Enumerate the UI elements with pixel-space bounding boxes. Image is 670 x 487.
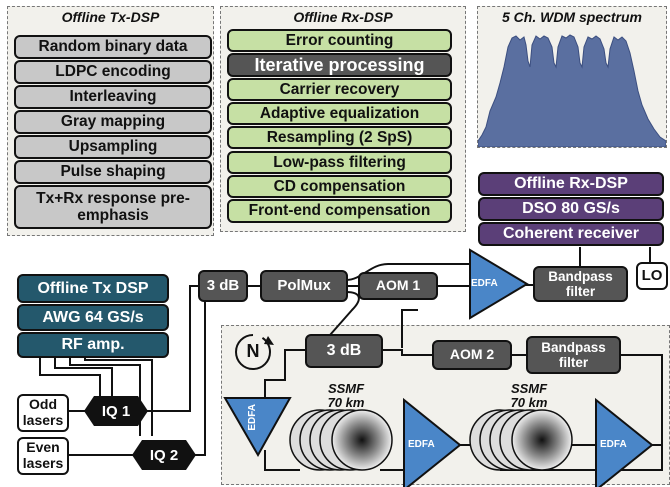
rx-step-resampling: Resampling (2 SpS) (227, 126, 452, 149)
tx-step-interleaving: Interleaving (14, 85, 212, 109)
polmux-block: PolMux (260, 270, 348, 302)
awg-block: AWG 64 GS/s (17, 304, 169, 331)
rx-step-cd-compensation: CD compensation (227, 175, 452, 198)
bandpass-rx-block: Bandpass filter (533, 266, 628, 302)
wdm-spectrum-trace (478, 34, 666, 147)
coupler-loop-block: 3 dB (305, 334, 383, 368)
coupler-tx-block: 3 dB (198, 270, 248, 302)
rx-step-low-pass-filtering: Low-pass filtering (227, 151, 452, 174)
offline-rx-dsp-block: Offline Rx-DSP (478, 172, 664, 196)
iq1-modulator-shape (84, 396, 148, 426)
tx-dsp-panel: Offline Tx-DSP Random binary data LDPC e… (7, 6, 214, 236)
rx-dsp-panel: Offline Rx-DSP Error counting Iterative … (220, 6, 466, 232)
odd-lasers-block: Odd lasers (17, 394, 69, 432)
span2-fiber-label: SSMF 70 km (503, 381, 555, 411)
wdm-spectrum-plot (478, 34, 666, 147)
edfa-loop2-label: EDFA (408, 439, 435, 450)
tx-step-random-binary-data: Random binary data (14, 35, 212, 59)
wdm-spectrum-panel: 5 Ch. WDM spectrum (477, 6, 667, 148)
edfa-loop3-label: EDFA (600, 439, 627, 450)
tx-step-ldpc-encoding: LDPC encoding (14, 60, 212, 84)
iq2-label: IQ 2 (149, 447, 179, 464)
edfa-loop1-shape (223, 397, 292, 458)
fiber-spool-span2 (469, 409, 573, 471)
wdm-spectrum-title: 5 Ch. WDM spectrum (501, 9, 642, 25)
iq2-modulator-shape (132, 440, 196, 470)
rx-step-carrier-recovery: Carrier recovery (227, 78, 452, 101)
span2-fiber-type: SSMF (510, 381, 548, 396)
span2-fiber-length: 70 km (510, 395, 548, 411)
edfa-loop3-shape (595, 397, 654, 487)
bandpass-loop-block: Bandpass filter (526, 336, 621, 374)
rf-amp-block: RF amp. (17, 332, 169, 358)
tx-step-pulse-shaping: Pulse shaping (14, 160, 212, 184)
lo-block: LO (636, 262, 668, 290)
tx-step-pre-emphasis: Tx+Rx response pre-emphasis (14, 185, 212, 229)
tx-step-upsampling: Upsampling (14, 135, 212, 159)
loop-count-symbol (235, 334, 274, 370)
rx-step-adaptive-equalization: Adaptive equalization (227, 102, 452, 125)
span1-fiber-type: SSMF (327, 381, 365, 396)
rx-step-front-end-compensation: Front-end compensation (227, 199, 452, 223)
span1-fiber-length: 70 km (327, 395, 365, 411)
aom2-block: AOM 2 (432, 340, 512, 370)
loop-count-label: N (246, 341, 260, 361)
rx-step-iterative-processing: Iterative processing (227, 53, 452, 77)
edfa-rx-shape (469, 248, 529, 320)
iq1-label: IQ 1 (101, 403, 131, 420)
dso-block: DSO 80 GS/s (478, 197, 664, 221)
span1-fiber-label: SSMF 70 km (320, 381, 372, 411)
coherent-receiver-block: Coherent receiver (478, 222, 664, 246)
even-lasers-block: Even lasers (17, 437, 69, 475)
rx-step-error-counting: Error counting (227, 29, 452, 52)
edfa-loop1-label: EDFA (247, 404, 258, 431)
edfa-rx-label: EDFA (471, 278, 498, 289)
rx-dsp-panel-title: Offline Rx-DSP (293, 9, 393, 25)
tx-step-gray-mapping: Gray mapping (14, 110, 212, 134)
offline-tx-dsp-block: Offline Tx DSP (17, 274, 169, 303)
edfa-loop2-shape (403, 397, 462, 487)
aom1-block: AOM 1 (358, 272, 438, 300)
fiber-spool-span1 (289, 409, 393, 471)
tx-dsp-panel-title: Offline Tx-DSP (61, 9, 160, 25)
